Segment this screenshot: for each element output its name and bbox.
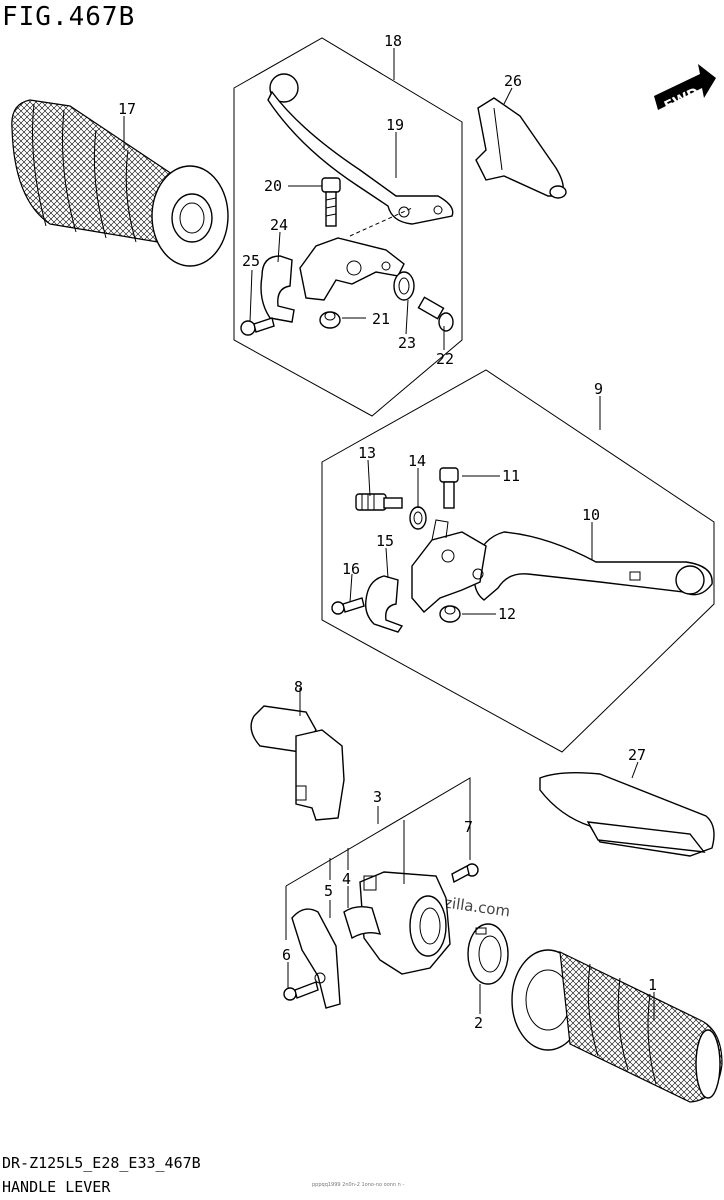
callout-10: 10 — [582, 506, 600, 524]
callout-2: 2 — [474, 1014, 483, 1032]
screw-16 — [331, 597, 365, 615]
throttle-housing-3 — [359, 871, 451, 975]
callout-12: 12 — [498, 605, 516, 623]
right-grip-1 — [511, 949, 723, 1103]
screw-25 — [240, 317, 275, 336]
adjuster-22 — [417, 296, 454, 332]
callout-8: 8 — [294, 678, 303, 696]
callout-3: 3 — [373, 788, 382, 806]
clutch-lever-10 — [473, 531, 713, 601]
throttle-pulley-2 — [467, 923, 509, 985]
screw-7 — [451, 863, 479, 884]
figure-name: HANDLE LEVER — [2, 1178, 111, 1196]
callout-19: 19 — [386, 116, 404, 134]
screw-6 — [283, 981, 319, 1001]
left-grip-17 — [11, 99, 229, 267]
forward-direction-arrow — [654, 64, 716, 110]
leader-lines — [123, 48, 655, 1020]
callout-5: 5 — [324, 882, 333, 900]
nut-12 — [439, 605, 461, 623]
clamp-24 — [260, 255, 295, 323]
fine-print: pppqq1999 2n0n-2 1ono-no oonn n - — [312, 1182, 405, 1188]
figure-title: FIG.467B — [2, 2, 136, 32]
brake-lever-18 — [267, 73, 454, 225]
locknut-14 — [409, 506, 427, 530]
cable-retainer-4 — [343, 905, 382, 940]
callout-21: 21 — [372, 310, 390, 328]
upper-assembly-outline — [233, 37, 463, 417]
callout-9: 9 — [594, 380, 603, 398]
bolt-20 — [321, 177, 341, 227]
callout-1: 1 — [648, 976, 657, 994]
callout-15: 15 — [376, 532, 394, 550]
callout-17: 17 — [118, 100, 136, 118]
washer-23 — [393, 271, 415, 301]
figure-code: DR-Z125L5_E28_E33_467B — [2, 1154, 201, 1172]
callout-13: 13 — [358, 444, 376, 462]
callout-24: 24 — [270, 216, 288, 234]
callout-6: 6 — [282, 946, 291, 964]
callout-23: 23 — [398, 334, 416, 352]
throttle-cable-guide-8 — [250, 705, 345, 821]
callout-25: 25 — [242, 252, 260, 270]
adjuster-13 — [355, 493, 403, 511]
callout-14: 14 — [408, 452, 426, 470]
callout-27: 27 — [628, 746, 646, 764]
callout-16: 16 — [342, 560, 360, 578]
lever-holder-assembly — [299, 207, 413, 301]
callout-11: 11 — [502, 467, 520, 485]
housing-cover-5 — [291, 908, 341, 1009]
callout-7: 7 — [464, 818, 473, 836]
hand-guard-27 — [539, 771, 715, 857]
lever-cover-26 — [475, 97, 567, 199]
callout-18: 18 — [384, 32, 402, 50]
callout-22: 22 — [436, 350, 454, 368]
middle-assembly-outline — [321, 369, 715, 753]
bolt-11 — [439, 467, 459, 509]
callout-4: 4 — [342, 870, 351, 888]
callout-26: 26 — [504, 72, 522, 90]
lever-holder-middle — [411, 519, 487, 613]
callout-20: 20 — [264, 177, 282, 195]
clamp-15 — [364, 575, 404, 633]
nut-21 — [319, 311, 341, 329]
